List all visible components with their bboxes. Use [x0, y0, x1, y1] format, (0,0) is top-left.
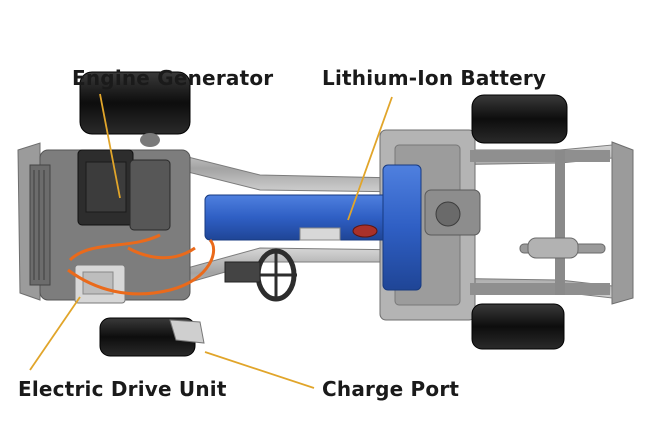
engine-generator-unit — [77, 149, 171, 231]
leader-line-electric-drive-unit — [29, 296, 81, 371]
rear-right-wheel — [471, 303, 565, 350]
label-charge-port: Charge Port — [322, 377, 460, 401]
lithium-ion-battery-pack — [204, 164, 422, 291]
leader-lines — [29, 93, 393, 389]
charge-port-bracket — [169, 319, 205, 344]
front-left-wheel — [79, 71, 191, 147]
leader-line-engine-generator — [99, 93, 121, 199]
label-electric-drive-unit: Electric Drive Unit — [18, 377, 227, 401]
steering-assembly — [224, 248, 297, 302]
rear-left-wheel — [471, 94, 568, 144]
label-lithium-ion-battery: Lithium-Ion Battery — [322, 66, 547, 90]
leader-line-charge-port — [204, 351, 315, 389]
label-engine-generator: Engine Generator — [72, 66, 274, 90]
leader-line-lithium-ion-battery — [347, 96, 393, 221]
electric-drive-unit — [74, 264, 126, 304]
hv-cables — [67, 233, 216, 296]
